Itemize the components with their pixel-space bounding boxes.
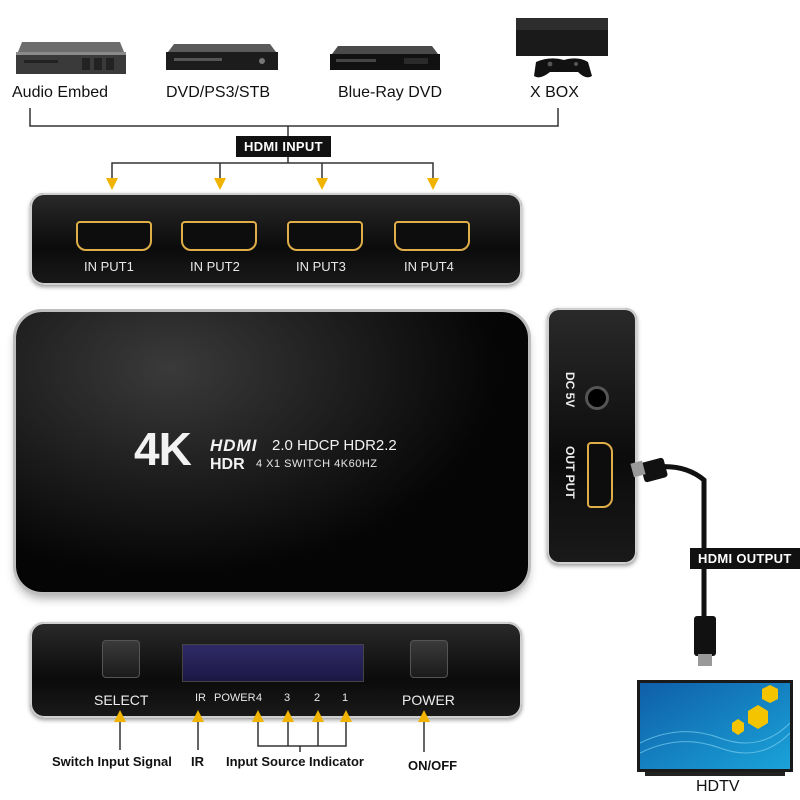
select-label: SELECT (94, 692, 149, 708)
output-label: OUT PUT (563, 446, 577, 499)
hdmi-port-1 (76, 221, 152, 251)
annotation-ir: IR (191, 754, 204, 769)
power-label: POWER (402, 692, 455, 708)
indicator-2-label: 2 (314, 692, 321, 704)
hdmi-output-tag: HDMI OUTPUT (690, 548, 800, 569)
control-annotation-lines (114, 710, 430, 752)
spec-line-2: 4 X1 SWITCH 4K60HZ (256, 458, 378, 470)
annotation-on-off: ON/OFF (408, 758, 458, 773)
input-label-1: IN PUT1 (84, 259, 134, 274)
control-panel: SELECT IR POWER 4 3 2 1 POWER (30, 622, 522, 718)
bluray-player-device-icon (330, 46, 440, 70)
hdmi-logo: HDMI (210, 436, 258, 455)
power-led-label: POWER (214, 692, 256, 704)
device-label-bluray: Blue-Ray DVD (338, 84, 443, 101)
indicator-1-label: 1 (342, 692, 349, 704)
hdtv-picture-icon (639, 683, 791, 769)
indicator-4-label: 4 (256, 692, 263, 704)
input-label-2: IN PUT2 (190, 259, 240, 274)
output-side-panel: DC 5V OUT PUT (547, 308, 637, 564)
hdmi-port-2 (181, 221, 257, 251)
hdtv-stand (645, 772, 785, 776)
hdmi-port-4 (394, 221, 470, 251)
input-label-4: IN PUT4 (404, 259, 454, 274)
indicator-3-label: 3 (284, 692, 291, 704)
spec-line-1: 2.0 HDCP HDR2.2 (272, 437, 397, 454)
xbox-console-device-icon (516, 18, 608, 78)
audio-embed-device-icon (16, 42, 126, 74)
annotation-switch-input: Switch Input Signal (52, 754, 172, 769)
device-label-dvd: DVD/PS3/STB (166, 84, 271, 101)
dc-5v-label: DC 5V (563, 372, 577, 408)
annotation-input-indicator: Input Source Indicator (226, 754, 364, 769)
hdmi-input-tag: HDMI INPUT (236, 136, 331, 157)
device-label-audio-embed: Audio Embed (12, 84, 109, 101)
brand-4k-logo: 4K (134, 423, 192, 475)
switch-front-body: 4K HDMI 2.0 HDCP HDR2.2 HDR 4 X1 SWITCH … (16, 312, 528, 592)
device-label-xbox: X BOX (530, 84, 579, 101)
hdr-logo: HDR (210, 456, 245, 473)
input-connector-lines (29, 108, 559, 190)
hdmi-cable (630, 457, 716, 666)
input-label-3: IN PUT3 (296, 259, 346, 274)
hdtv-screen (637, 680, 793, 772)
ir-led-label: IR (195, 692, 206, 704)
dc-power-jack (585, 386, 609, 410)
hdtv-label: HDTV (696, 778, 740, 795)
power-button[interactable] (410, 640, 448, 678)
hdmi-output-port (587, 442, 613, 508)
dvd-player-device-icon (166, 44, 278, 70)
hdmi-port-3 (287, 221, 363, 251)
select-button[interactable] (102, 640, 140, 678)
indicator-display (182, 644, 364, 682)
input-panel: IN PUT1 IN PUT2 IN PUT3 IN PUT4 (30, 193, 522, 285)
